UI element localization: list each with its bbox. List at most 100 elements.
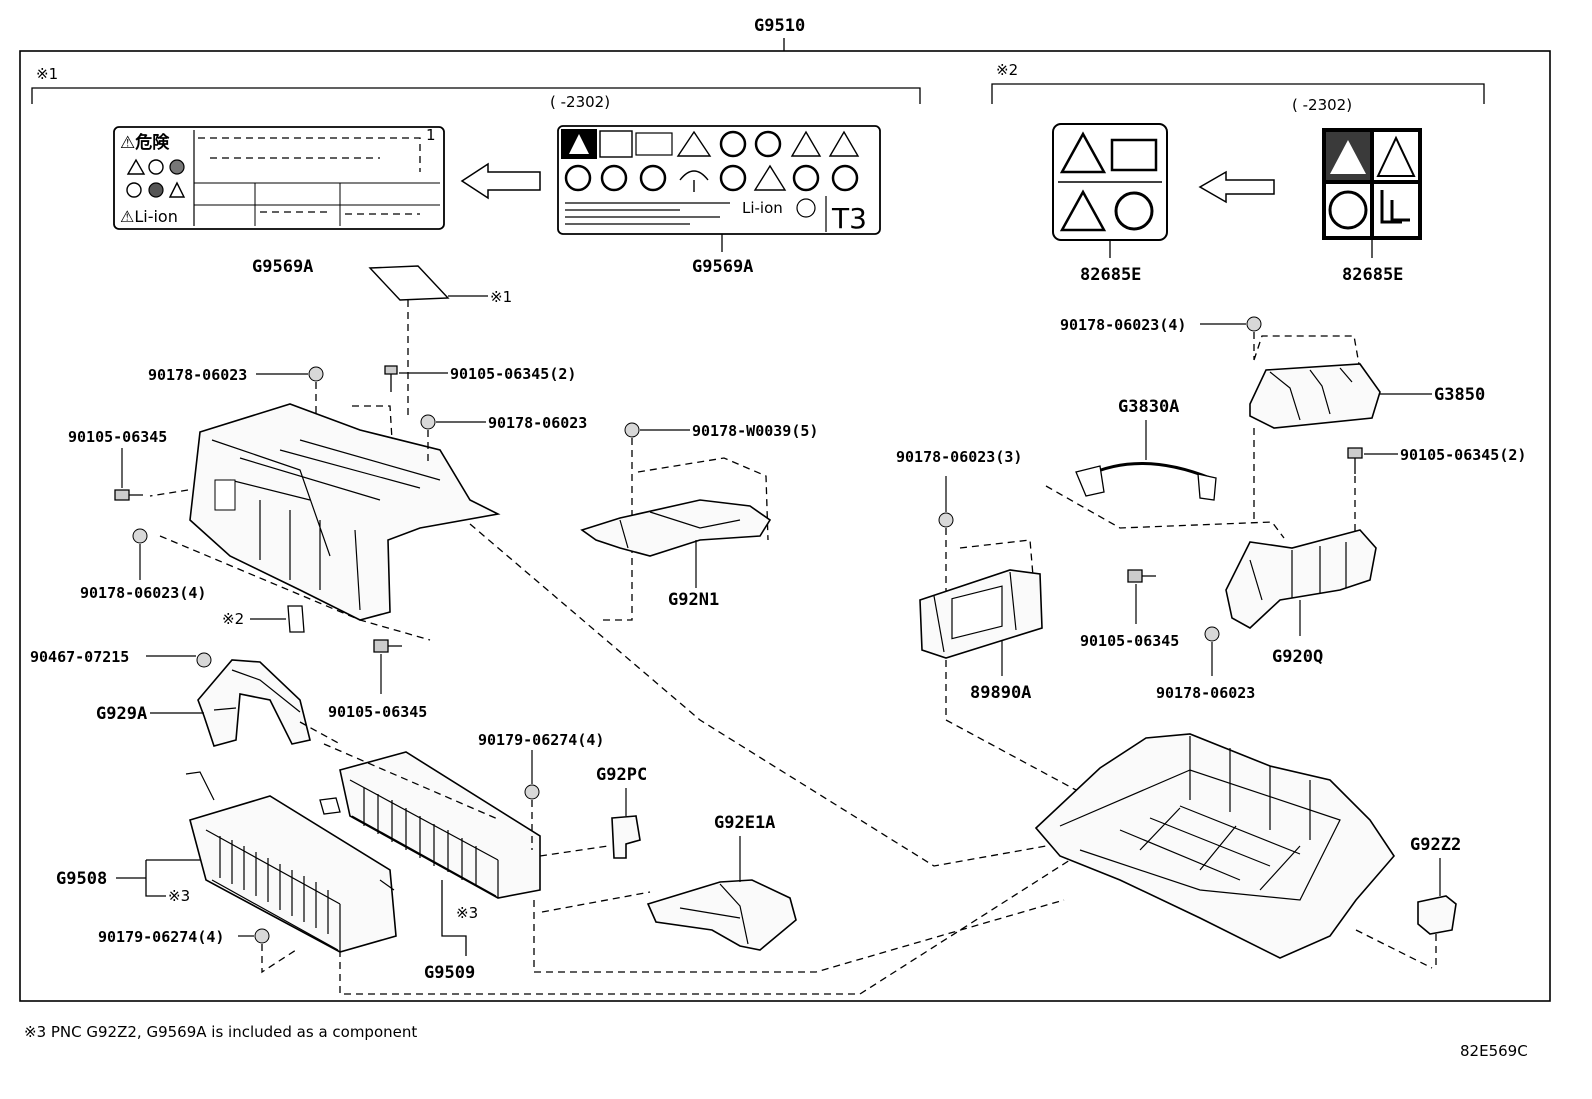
battery-stack-g9508[interactable] [185,771,397,953]
callout-g920q[interactable]: G920Q [1272,647,1323,667]
nut-icon [308,366,324,382]
nut-icon [132,528,148,544]
diagram-code: 82E569C [1460,1042,1528,1060]
callout-90178-06023-3[interactable]: 90178-06023(3) [896,448,1022,466]
bracket-g92pc[interactable] [611,815,641,859]
callout-90178-06023-4a[interactable]: 90178-06023(4) [80,584,206,602]
nut-icon [624,422,640,438]
electric-icon [676,130,712,157]
callout-90105-06345-2b[interactable]: 90105-06345(2) [1400,446,1526,464]
callout-90178-06023-4b[interactable]: 90178-06023(4) [1060,316,1186,334]
no-smoke-icon [754,130,782,158]
callout-90105-06345-c[interactable]: 90105-06345 [1080,632,1179,650]
charging-icon [635,132,673,156]
label-sheet [368,265,450,301]
fire-icon [790,130,822,157]
warning-icon [126,158,146,175]
callout-90178-06023-c[interactable]: 90178-06023 [1156,684,1255,702]
callout-g92z2[interactable]: G92Z2 [1410,835,1461,855]
small-label-sheet [287,605,305,633]
callout-90178-06023-b[interactable]: 90178-06023 [488,414,587,432]
mark3-label-a: ※3 [168,887,190,905]
battery-ecu-89890a[interactable] [919,569,1043,659]
new-label-li-ion: Li-ion [742,199,783,217]
diagram-frame [19,50,1551,1002]
wire-harness-g3830a[interactable] [1075,462,1217,501]
new-warning-label: Li-ion T3 [557,125,881,235]
date-range-right: ( -2302) [1292,96,1352,114]
manual-icon [1110,138,1158,172]
hazard-icon [168,181,186,198]
callout-90467-07215[interactable]: 90467-07215 [30,648,129,666]
callout-g3830a[interactable]: G3830A [1118,397,1179,417]
callout-g3850[interactable]: G3850 [1434,385,1485,405]
callout-g9569a-old[interactable]: G9569A [252,257,313,277]
replacement-arrow-left [460,162,541,200]
nut-icon [524,784,540,800]
callout-82685e-new[interactable]: 82685E [1342,265,1403,285]
nut-icon [254,928,270,944]
callout-82685e-old[interactable]: 82685E [1080,265,1141,285]
bolt-icon [373,639,402,653]
callout-89890a[interactable]: 89890A [970,683,1031,703]
group2-bracket [991,83,1485,104]
old-label-danger-title: ⚠危険 [120,132,170,153]
new-caution-label [1322,128,1422,240]
group1-marker: ※1 [36,65,58,83]
bracket-g92z2[interactable] [1417,895,1457,935]
group1-bracket [31,87,921,104]
no-touch-icon [719,130,747,158]
bolt-icon [1347,447,1363,474]
callout-g9569a-new[interactable]: G9569A [692,257,753,277]
callout-90105-06345-a[interactable]: 90105-06345 [68,428,167,446]
battery-stack-g9509[interactable] [319,751,541,899]
old-caution-label [1052,123,1168,241]
callout-g92e1a[interactable]: G92E1A [714,813,775,833]
sheet-marker: ※1 [490,288,512,306]
callout-90105-06345-2a[interactable]: 90105-06345(2) [450,365,576,383]
fan-icon [126,182,142,198]
callout-g92pc[interactable]: G92PC [596,765,647,785]
old-label-page-num: 1 [426,126,436,144]
callout-90179-06274-4b[interactable]: 90179-06274(4) [98,928,224,946]
bolt-icon [384,365,398,392]
recycle-icon [796,198,816,218]
mark2-label: ※2 [222,610,244,628]
clip-icon [196,652,212,668]
battery-icon [148,182,164,198]
callout-g9508[interactable]: G9508 [56,869,107,889]
mark3-label-b: ※3 [456,904,478,922]
callout-90179-06274-4a[interactable]: 90179-06274(4) [478,731,604,749]
callout-g9509[interactable]: G9509 [424,963,475,983]
bolt-icon [1127,569,1156,583]
old-label-li-ion: ⚠Li-ion [120,207,178,226]
no-fire-icon [1114,191,1154,231]
battery-tray[interactable] [1034,733,1396,959]
duct-g92e1a[interactable] [646,879,797,951]
new-label-t3: T3 [831,202,867,235]
bolt-icon [114,489,143,501]
replacement-arrow-right [1198,170,1275,204]
nut-icon [420,414,436,430]
callout-g92n1[interactable]: G92N1 [668,590,719,610]
group2-marker: ※2 [996,61,1018,79]
bracket-g920q[interactable] [1225,529,1377,629]
assembly-label-g9510[interactable]: G9510 [754,16,805,36]
electric-icon [1059,189,1107,232]
footnote: ※3 PNC G92Z2, G9569A is included as a co… [24,1023,417,1041]
callout-90178-06023-a[interactable]: 90178-06023 [148,366,247,384]
callout-90105-06345-b[interactable]: 90105-06345 [328,703,427,721]
umbrella-icon [679,170,709,192]
manual-icon [599,130,633,158]
bracket-g92n1[interactable] [580,499,772,557]
nut-icon [1246,316,1262,332]
nut-icon [938,512,954,528]
callout-90178-w0039-5[interactable]: 90178-W0039(5) [692,422,818,440]
callout-g929a[interactable]: G929A [96,704,147,724]
upper-battery-cover[interactable] [189,403,501,621]
junction-block-g3850[interactable] [1249,363,1381,429]
duct-g929a[interactable] [197,659,311,747]
old-warning-label: ⚠危険 1 ⚠Li-ion [113,126,445,230]
recycle-icon [169,159,185,175]
